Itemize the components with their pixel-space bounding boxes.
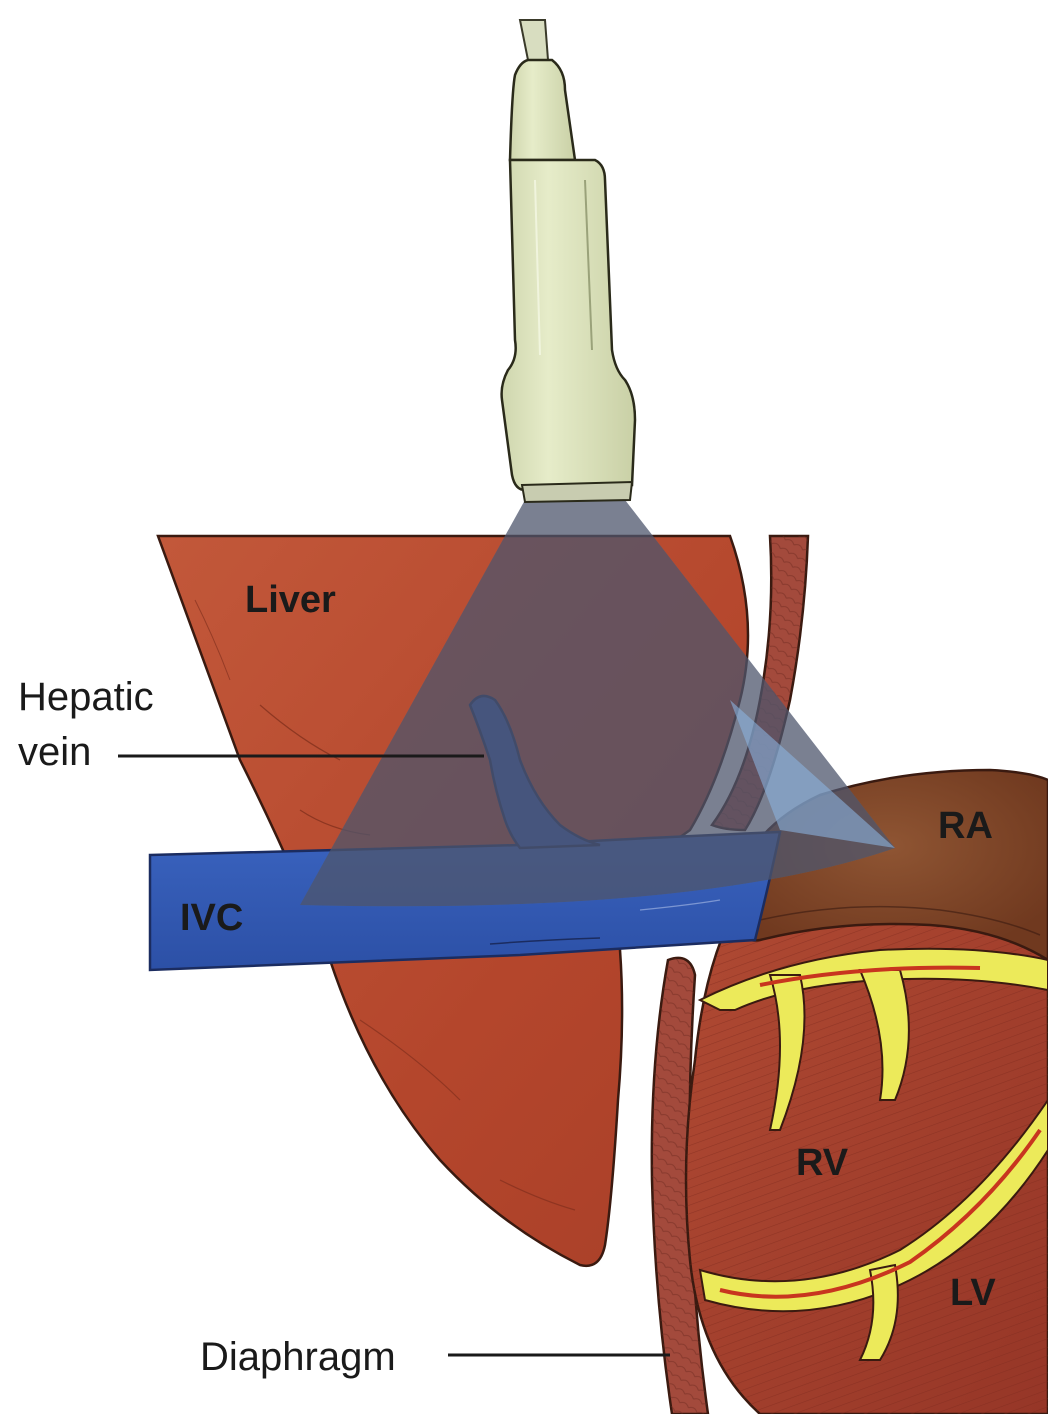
- liver-label: Liver: [245, 579, 336, 621]
- rv-label: RV: [796, 1142, 849, 1184]
- diaphragm-label: Diaphragm: [200, 1335, 396, 1379]
- ivc-label: IVC: [180, 897, 243, 939]
- hepatic-vein-label-line2: vein: [18, 730, 91, 774]
- hepatic-vein-label-line1: Hepatic: [18, 675, 154, 719]
- ultrasound-probe: [502, 20, 635, 502]
- lv-label: LV: [950, 1272, 996, 1314]
- ra-label: RA: [938, 805, 993, 847]
